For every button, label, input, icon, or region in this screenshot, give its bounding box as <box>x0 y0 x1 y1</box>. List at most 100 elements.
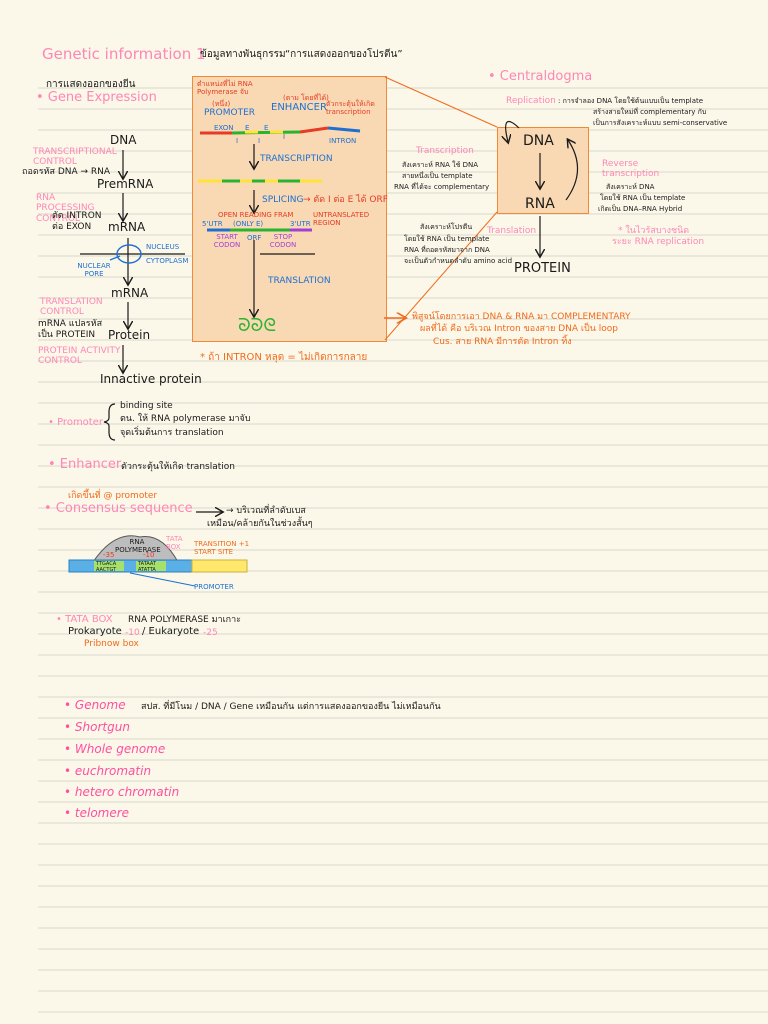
cd-transcription: Transcription <box>416 146 474 156</box>
consensus-heading: • Consensus sequence <box>44 501 193 516</box>
consensus-m35: -35 <box>103 551 115 559</box>
promoter-note1: binding site <box>120 401 173 411</box>
protein-squiggle: ᘐᘐᘓ <box>238 315 277 336</box>
tata-euk-n: -25 <box>203 628 218 638</box>
rep-note2: สร้างสายใหม่ที่ complementary กับ <box>593 108 707 116</box>
central-dogma-heading: • Centraldogma <box>488 69 593 84</box>
box-exon: EXON <box>214 124 234 132</box>
list-telomere: • telomere <box>64 806 130 820</box>
tl-note2: โดยใช้ RNA เป็น template <box>404 235 490 243</box>
list-genome: • Genome <box>64 698 126 712</box>
box-translation: TRANSLATION <box>268 276 331 286</box>
utr3: 3'UTR <box>290 220 311 228</box>
rev-note3: เกิดเป็น DNA–RNA Hybrid <box>598 205 683 213</box>
rpc-note1: ตัด INTRON <box>52 211 102 221</box>
proof3: Cus. สาย RNA มีการตัด Intron ทิ้ง <box>433 337 572 347</box>
box-splicing: SPLICING <box>262 195 304 205</box>
tl-note1: สังเคราะห์โปรตีน <box>420 223 473 231</box>
cd-rna: RNA <box>525 196 555 212</box>
gene-expression-heading: • Gene Expression <box>36 90 157 105</box>
tc-note: ถอดรหัส DNA → RNA <box>22 167 111 177</box>
box-promoter: PROMOTER <box>204 108 256 118</box>
tl-note3: RNA ที่ถอดรหัสมาจาก DNA <box>404 246 490 254</box>
consensus-poly: RNA POLYMERASE <box>115 538 161 555</box>
page-title: Genetic information 1 <box>42 45 206 63</box>
ge-protein: Protein <box>108 328 151 342</box>
ge-mrna2: mRNA <box>111 286 149 300</box>
pac-label: PROTEIN ACTIVITY CONTROL <box>38 346 121 367</box>
consensus-note2: เหมือน/คล้ายกันในช่วงสั้นๆ <box>207 519 313 529</box>
tata-euk: / Eukaryote <box>142 626 200 637</box>
tlc-note2: เป็น PROTEIN <box>38 330 96 340</box>
intron-warning: * ถ้า INTRON หลุด = ไม่เกิดการกลาย <box>200 352 368 363</box>
rep-note1: : การจำลอง DNA โดยใช้ต้นแบบเป็น template <box>558 97 704 105</box>
tata-pribnow: Pribnow box <box>84 639 139 649</box>
ge-premrna: PremRNA <box>97 177 154 191</box>
rep-rna1: * ในไวรัสบางชนิด <box>618 226 690 236</box>
tata-prok-n: -10 <box>125 628 140 638</box>
consensus-transition: TRANSITION +1 START SITE <box>194 540 250 557</box>
promoter-thai: (หนึ่ง) <box>212 100 231 108</box>
list-whole-genome: • Whole genome <box>64 742 166 756</box>
enhancer-heading: • Enhancer <box>48 457 122 472</box>
enhancer-note: ตัวกระตุ้นให้เกิด translation <box>121 462 235 472</box>
cytoplasm-label: CYTOPLASM <box>146 257 189 265</box>
proof1: พิสูจน์โดยการเอา DNA & RNA มา COMPLEMENT… <box>412 312 631 322</box>
enhancer-thai: (ตาม โดยที่ได้) <box>283 94 329 102</box>
promoter-heading: • Promoter <box>48 417 103 428</box>
ge-thai: การแสดงออกของยีน <box>46 79 136 90</box>
box-i2: I <box>258 137 261 145</box>
splice-note: → ตัด I ต่อ E ได้ ORF <box>303 195 388 205</box>
rev-note2: โดยใช้ RNA เป็น template <box>600 194 686 202</box>
ge-dna: DNA <box>110 133 137 147</box>
list-heterochromatin: • hetero chromatin <box>64 785 180 799</box>
rpc-note2: ต่อ EXON <box>52 222 92 232</box>
list-euchromatin: • euchromatin <box>64 764 152 778</box>
ge-mrna1: mRNA <box>108 220 146 234</box>
ge-inactive: Innactive protein <box>100 372 202 386</box>
tx-note2: สายหนึ่งเป็น template <box>402 172 473 180</box>
box-enhancer: ENHANCER <box>271 102 327 113</box>
orf-label: OPEN READING FRAM <box>218 211 294 219</box>
utr-note: UNTRANSLATED REGION <box>313 211 370 228</box>
proof2: ผลที่ได้ คือ บริเวณ Intron ของสาย DNA เป… <box>420 324 618 334</box>
orf2: ORF <box>247 234 262 242</box>
cd-dna: DNA <box>523 133 554 149</box>
utr5: 5'UTR <box>202 220 223 228</box>
poly-note: ตำแหน่งที่ไม่ RNA Polymerase จับ <box>197 80 253 97</box>
rep-note3: เป็นการสังเคราะห์แบบ semi-conservative <box>593 119 728 127</box>
promoter-note3: จุดเริ่มต้นการ translation <box>120 428 224 438</box>
stop-codon: STOP CODON <box>269 233 297 250</box>
consensus-m10: -10 <box>143 551 155 559</box>
tl-note4: จะเป็นตัวกำหนดลำดับ amino acid <box>404 257 513 265</box>
orf-only-e: (ONLY E) <box>233 220 264 228</box>
consensus-seq35: TTGACA AACTGT <box>96 561 117 573</box>
box-intron: INTRON <box>329 137 357 145</box>
tata-prok: Prokaryote <box>68 626 122 637</box>
tata-heading: • TATA BOX <box>56 614 113 625</box>
box-i1: I <box>236 137 239 145</box>
list-shotgun: • Shortgun <box>64 720 130 734</box>
tata-note: RNA POLYMERASE มาเกาะ <box>128 615 241 625</box>
title-note: ข้อมูลทางพันธุกรรม <box>200 49 286 60</box>
consensus-seq10: TATAAT ATATTA <box>138 561 157 573</box>
enh-note: ตัวกระตุ้นให้เกิด transcription <box>326 100 375 117</box>
tx-note3: RNA ที่ได้จะ complementary <box>394 183 490 191</box>
cd-replication: Replication <box>506 96 556 106</box>
cd-reverse: Reverse transcription <box>602 159 660 180</box>
box-transcription: TRANSCRIPTION <box>260 154 333 164</box>
consensus-pre: เกิดขึ้นที่ @ promoter <box>68 491 158 501</box>
box-e1: E <box>245 124 250 132</box>
tlc-note1: mRNA แปลรหัส <box>38 319 103 329</box>
consensus-tata: TATA BOX <box>166 535 183 552</box>
tlc-label: TRANSLATION CONTROL <box>40 297 103 318</box>
cd-protein: PROTEIN <box>514 261 571 276</box>
consensus-note1: → บริเวณที่ลำดับเบส <box>226 506 306 516</box>
rpc-label: RNA PROCESSING CONTROL <box>36 193 95 224</box>
start-codon: START CODON <box>213 233 241 250</box>
nuclear-pore-label: NUCLEAR PORE <box>77 262 111 279</box>
promoter-note2: ตน. ให้ RNA polymerase มาจับ <box>120 414 251 424</box>
rep-rna2: ระยะ RNA replication <box>612 237 705 247</box>
tx-note1: สังเคราะห์ RNA ใช้ DNA <box>402 161 478 169</box>
